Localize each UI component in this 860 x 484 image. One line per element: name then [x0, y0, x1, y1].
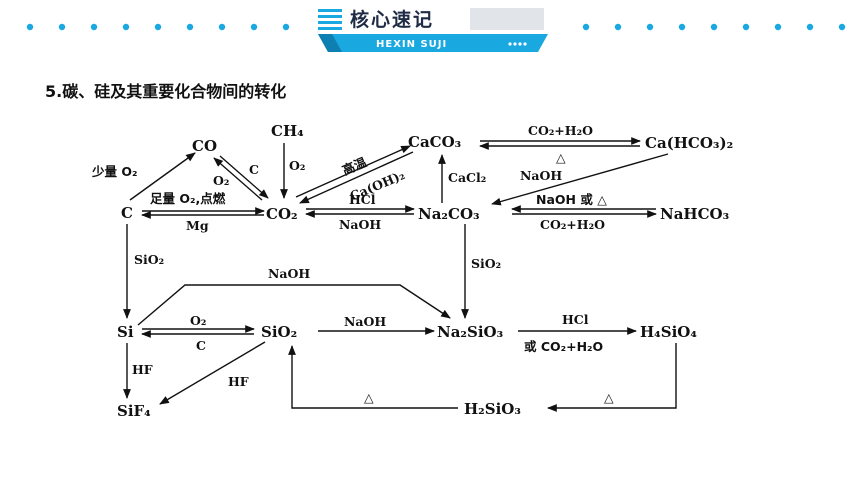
label-na2sio3-h4sio4-bottom: 或 CO₂+H₂O — [524, 339, 603, 354]
label-c-to-co2-bottom: Mg — [186, 218, 209, 233]
banner-dots-icon — [508, 42, 527, 46]
label-h4sio4-to-h2sio3: △ — [604, 390, 614, 405]
label-co-to-co2-c: C — [249, 162, 259, 177]
label-co2-na2co3-top: HCl — [349, 192, 376, 207]
banner-subtitle: HEXIN SUJI — [376, 39, 447, 50]
label-co-to-co2-o2: O₂ — [213, 173, 229, 188]
label-si-sio2-top: O₂ — [190, 313, 206, 328]
arrow-h2sio3-to-sio2 — [288, 345, 458, 409]
arrow-si-to-na2sio3 — [137, 284, 451, 326]
arrow-c-to-co — [129, 152, 196, 201]
label-caco3-cahco3-bottom: △ — [556, 150, 566, 165]
node-caco3: CaCO₃ — [408, 133, 461, 151]
arrow-co2-to-co — [213, 157, 263, 201]
label-si-to-sif4: HF — [132, 362, 153, 377]
arrow-co-to-co2 — [219, 155, 269, 199]
arrow-caco3-to-co2 — [299, 151, 414, 204]
node-co: CO — [192, 137, 217, 155]
node-h4sio4: H₄SiO₄ — [640, 323, 697, 341]
arrow-cahco3-to-na2co3 — [491, 153, 669, 206]
label-si-to-na2sio3: NaOH — [268, 266, 310, 281]
header-banner: 核心速记 HEXIN SUJI — [26, 8, 846, 52]
label-na2co3-to-na2sio3: SiO₂ — [471, 256, 501, 271]
nodes: C CO CH₄ CO₂ CaCO₃ Ca(HCO₃)₂ Na₂CO₃ NaHC… — [117, 122, 733, 420]
right-dot-row — [582, 23, 846, 31]
label-caco3-cahco3-top: CO₂+H₂O — [528, 123, 593, 138]
node-na2co3: Na₂CO₃ — [418, 205, 480, 223]
node-si: Si — [117, 323, 134, 341]
label-na2sio3-h4sio4-top: HCl — [562, 312, 589, 327]
node-sif4: SiF₄ — [117, 402, 151, 420]
node-h2sio3: H₂SiO₃ — [464, 400, 521, 418]
node-nahco3: NaHCO₃ — [660, 205, 729, 223]
banner-stripes-icon — [318, 9, 342, 30]
arrow-co2-to-caco3 — [295, 145, 411, 198]
reaction-labels: 少量 O₂ C O₂ 足量 O₂,点燃 Mg O₂ 高温 Ca(OH)₂ CO₂… — [91, 123, 614, 405]
node-sio2: SiO₂ — [261, 323, 297, 341]
label-c-to-co2-top: 足量 O₂,点燃 — [150, 191, 226, 206]
section-heading: 5.碳、硅及其重要化合物间的转化 — [45, 82, 287, 101]
label-c-to-si: SiO₂ — [134, 252, 164, 267]
label-sio2-to-sif4: HF — [228, 374, 249, 389]
label-na2co3-caco3: CaCl₂ — [448, 170, 486, 185]
node-ch4: CH₄ — [271, 122, 304, 140]
label-cahco3-na2co3: NaOH — [520, 168, 562, 183]
banner-subtitle-band — [318, 34, 548, 52]
node-co2: CO₂ — [266, 205, 298, 223]
label-na2co3-nahco3-top: NaOH 或 △ — [536, 192, 607, 207]
label-na2co3-nahco3-bottom: CO₂+H₂O — [540, 217, 605, 232]
banner-grid-pattern — [470, 8, 544, 30]
label-ch4-to-co2: O₂ — [289, 158, 305, 173]
left-dot-row — [26, 23, 290, 31]
arrows — [123, 137, 677, 412]
arrow-h4sio4-to-h2sio3 — [547, 343, 677, 412]
label-co2-na2co3-bottom: NaOH — [339, 217, 381, 232]
label-c-to-co: 少量 O₂ — [91, 164, 137, 179]
label-h2sio3-to-sio2: △ — [364, 390, 374, 405]
node-c: C — [121, 204, 133, 222]
label-si-sio2-bottom: C — [196, 338, 206, 353]
arrow-sio2-to-sif4 — [159, 341, 266, 405]
banner-title: 核心速记 — [350, 8, 434, 31]
node-na2sio3: Na₂SiO₃ — [437, 323, 503, 341]
node-cahco3: Ca(HCO₃)₂ — [645, 134, 733, 152]
label-sio2-to-na2sio3: NaOH — [344, 314, 386, 329]
